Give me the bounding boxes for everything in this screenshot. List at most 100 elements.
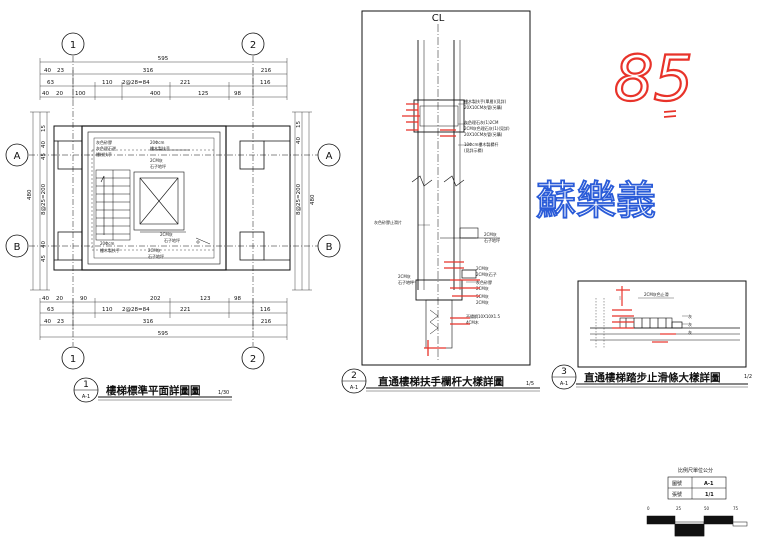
note: 20Φcm: [100, 241, 114, 246]
titleblock-value: A-1: [704, 481, 714, 487]
handwritten-score: 85: [613, 41, 694, 118]
titleblock-label: 圖號: [672, 480, 682, 487]
handwritten-name: 蘇樂義: [535, 177, 657, 225]
title-detail: 3 A-1 直通樓梯踏步止滑條大樣詳圖 1/2: [551, 364, 752, 390]
grid-bubble-b-right: B: [317, 234, 341, 258]
title-sheet: A-1: [350, 385, 358, 391]
dim-b40c: 40: [44, 319, 51, 325]
dim-480-left: 480: [27, 189, 33, 200]
dim-8at25-right: 8@25=200: [296, 183, 302, 215]
dim-23: 23: [57, 68, 64, 74]
note: 石子地坪: [148, 253, 164, 259]
note: 灰: [688, 329, 692, 335]
note: 樓梯扶手: [96, 151, 112, 157]
note: 2CM灰: [484, 231, 497, 237]
note: 20X10CM灰管(另購): [464, 104, 503, 110]
stair-treads: [95, 169, 131, 241]
dim-221: 221: [180, 80, 191, 86]
dim-b40: 40: [42, 296, 49, 302]
grid-label: 1: [70, 40, 76, 51]
dim-216: 216: [261, 68, 272, 74]
dim-b123: 123: [200, 296, 211, 302]
note: 灰: [688, 313, 692, 319]
centerline-label: CL: [432, 13, 445, 24]
dim-15-right: 15: [296, 121, 302, 128]
grid-bubble-b-left: B: [5, 234, 29, 258]
note: 樓木製扶手: [150, 145, 170, 151]
dim-595-top: 595: [158, 56, 169, 62]
grid-label: A: [14, 151, 21, 162]
note: 2CM灰: [160, 231, 173, 237]
dim-b216: 216: [261, 319, 272, 325]
dim-b98: 98: [234, 296, 241, 302]
dim-316: 316: [143, 68, 154, 74]
dim-40b-left: 40: [41, 241, 47, 248]
dim-b116: 116: [260, 307, 271, 313]
grid-label: 2: [250, 40, 256, 51]
note: 石子地坪: [164, 237, 180, 243]
dim-595-bottom: 595: [158, 331, 169, 337]
dim-100: 100: [75, 91, 86, 97]
section-red-markup: [402, 103, 480, 356]
dimension-lines-sides: [30, 111, 312, 291]
note: 2CM灰: [398, 273, 411, 279]
detail3-red-markup: [612, 286, 676, 343]
title-text: 直通樓梯扶手欄杆大樣詳圖: [378, 375, 504, 388]
note: 2CM灰: [476, 299, 489, 305]
scale-tick: 25: [676, 506, 682, 511]
titleblock-heading: 比例尺單位公分: [678, 467, 713, 474]
note: 樓木製扶手: [100, 247, 120, 253]
grid-label: 1: [70, 354, 76, 365]
dim-20: 20: [56, 91, 63, 97]
title-block: 比例尺單位公分 圖號 A-1 張號 1/1 0 25 50 75: [647, 467, 739, 511]
dim-45b-left: 45: [41, 255, 47, 262]
dim-15-left: 15: [41, 125, 47, 132]
dim-45-left: 45: [41, 153, 47, 160]
title-sheet: A-1: [82, 394, 90, 400]
note: 樓木製扶手(單層)(見詳): [464, 98, 507, 104]
note: 灰色砂膠: [476, 279, 492, 285]
title-sheet: A-1: [560, 381, 568, 387]
dim-b202: 202: [150, 296, 161, 302]
note: 2CM灰: [476, 265, 489, 271]
note: 灰色理石灰(1)2CM: [464, 119, 499, 125]
dim-98: 98: [234, 91, 241, 97]
note: 20Φcm: [150, 140, 164, 145]
grid-lines: [29, 56, 318, 346]
note: 20X10CM灰管(另購): [464, 131, 503, 137]
note: 2CM灰色理石灰(1)(見詳): [464, 125, 510, 131]
scale-tick: 0: [647, 506, 650, 511]
dim-480-right: 480: [310, 194, 316, 205]
note: 灰: [688, 321, 692, 327]
titleblock-label: 張號: [672, 491, 682, 498]
note: 4CM木: [466, 319, 479, 325]
score-text: 85: [614, 42, 693, 115]
note: 2CM灰色止滑: [644, 291, 669, 297]
dim-400: 400: [150, 91, 161, 97]
title-scale: 1/5: [526, 381, 534, 387]
grid-bubble-1-bottom: 1: [61, 346, 85, 370]
dim-110: 110: [102, 80, 113, 86]
grid-bubble-2-bottom: 2: [241, 346, 265, 370]
note: 2CM灰: [476, 285, 489, 291]
grid-bubble-2-top: 2: [241, 32, 265, 56]
note: (見詳示欄): [464, 147, 484, 153]
grid-bubble-a-left: A: [5, 143, 29, 167]
nosing-detail: 2CM灰色止滑 灰 灰 灰: [577, 280, 747, 368]
plan-notes: 灰色砂膠 灰色理石邊 樓梯扶手 20Φcm 樓木製扶手 2CM灰 石子地坪 2C…: [96, 139, 180, 259]
elevator-shaft: [133, 171, 185, 231]
scale-bar: [646, 515, 748, 537]
plan-walls: [53, 125, 291, 271]
note: 灰色砂膠: [96, 139, 112, 145]
titleblock-value: 1/1: [705, 492, 714, 498]
dim-b20: 20: [56, 296, 63, 302]
title-text: 樓梯標準平面詳圖圖: [106, 384, 201, 397]
note: 石子地坪: [398, 279, 414, 285]
title-scale: 1/30: [218, 390, 229, 396]
grid-label: B: [14, 242, 21, 253]
dim-40: 40: [44, 68, 51, 74]
note: 石子地坪: [484, 237, 500, 243]
title-number: 3: [561, 367, 567, 377]
dim-b110: 110: [102, 307, 113, 313]
